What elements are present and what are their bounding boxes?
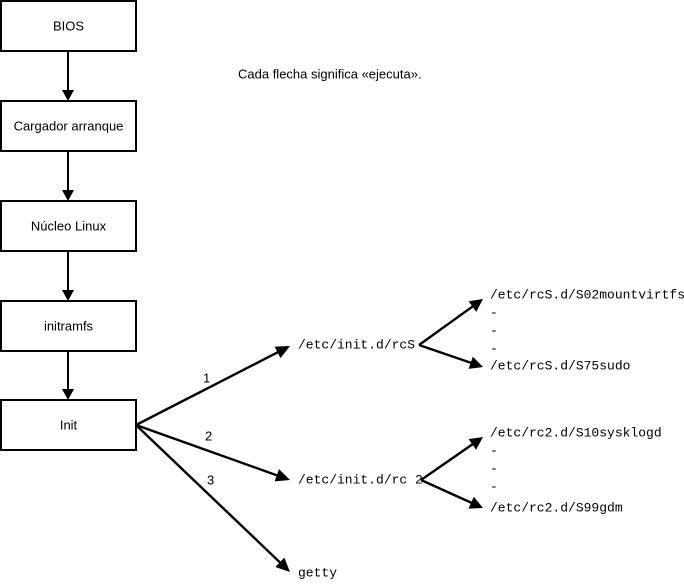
diagram-caption: Cada flecha significa «ejecuta». xyxy=(238,66,422,81)
init-branch-line xyxy=(135,423,280,478)
init-branch-number: 2 xyxy=(205,428,212,443)
script-path-label: /etc/rcS.d/S02mountvirtfs xyxy=(490,287,684,302)
script-branch-arrowhead xyxy=(468,437,483,450)
boot-stage-rect xyxy=(0,399,137,451)
script-path-label: /etc/rcS.d/S75sudo xyxy=(490,358,630,373)
script-path-label: /etc/rc2.d/S10sysklogd xyxy=(490,425,662,440)
boot-stage-label: Cargador arranque xyxy=(14,118,124,133)
chain-connector-arrowhead xyxy=(62,90,74,101)
script-list-ellipsis-dot: - xyxy=(490,341,498,356)
boot-stage-box[interactable]: Init xyxy=(0,399,137,451)
init-fan-group: 1/etc/init.d/rcS 2/etc/init.d/rc 2 3 getty xyxy=(135,337,423,580)
init-branch-line xyxy=(135,350,280,427)
init-branch-target-label: /etc/init.d/rc 2 xyxy=(298,472,423,487)
init-branch-target-label: getty xyxy=(298,565,337,580)
script-branch-line xyxy=(420,442,475,481)
script-branch-arrowhead xyxy=(468,356,483,369)
init-branch-arrowhead xyxy=(274,469,290,482)
script-list-ellipsis-dot: - xyxy=(490,461,498,476)
boot-stage-box[interactable]: Cargador arranque xyxy=(0,100,137,152)
boot-stage-box[interactable]: BIOS xyxy=(0,0,137,52)
boot-stage-label: Núcleo Linux xyxy=(31,218,107,233)
boot-stage-label: BIOS xyxy=(53,18,84,33)
init-branch-arrowhead xyxy=(274,346,290,359)
script-list-ellipsis-dot: - xyxy=(490,443,498,458)
boot-stage-box[interactable]: initramfs xyxy=(0,300,137,352)
chain-connector-arrowhead xyxy=(62,190,74,201)
script-list-ellipsis-dot: - xyxy=(490,479,498,494)
init-branch-arrowhead xyxy=(275,557,290,572)
boot-stage-rect xyxy=(0,0,137,52)
script-branch-line xyxy=(420,478,474,505)
script-branch-line xyxy=(418,304,475,346)
init-branch-line xyxy=(135,424,283,565)
chain-connectors-group xyxy=(62,51,74,400)
boot-stage-label: initramfs xyxy=(44,318,94,333)
init-branch-target-label: /etc/init.d/rcS xyxy=(298,337,415,352)
script-list-ellipsis-dot: - xyxy=(490,305,498,320)
boot-stage-label: Init xyxy=(60,417,78,432)
init-branch-number: 3 xyxy=(207,472,214,487)
script-fans-group: /etc/rcS.d/S02mountvirtfs/etc/rcS.d/S75s… xyxy=(418,287,684,515)
boot-stage-rect xyxy=(0,100,137,152)
script-path-label: /etc/rc2.d/S99gdm xyxy=(490,500,623,515)
script-branch-line xyxy=(418,343,473,365)
script-list-ellipsis-dot: - xyxy=(490,323,498,338)
chain-connector-arrowhead xyxy=(62,389,74,400)
boot-stage-rect xyxy=(0,200,137,252)
chain-connector-arrowhead xyxy=(62,290,74,301)
boot-stage-box[interactable]: Núcleo Linux xyxy=(0,200,137,252)
boot-stage-rect xyxy=(0,300,137,352)
script-branch-arrowhead xyxy=(468,299,483,312)
init-branch-number: 1 xyxy=(203,370,210,385)
script-branch-arrowhead xyxy=(468,496,483,509)
